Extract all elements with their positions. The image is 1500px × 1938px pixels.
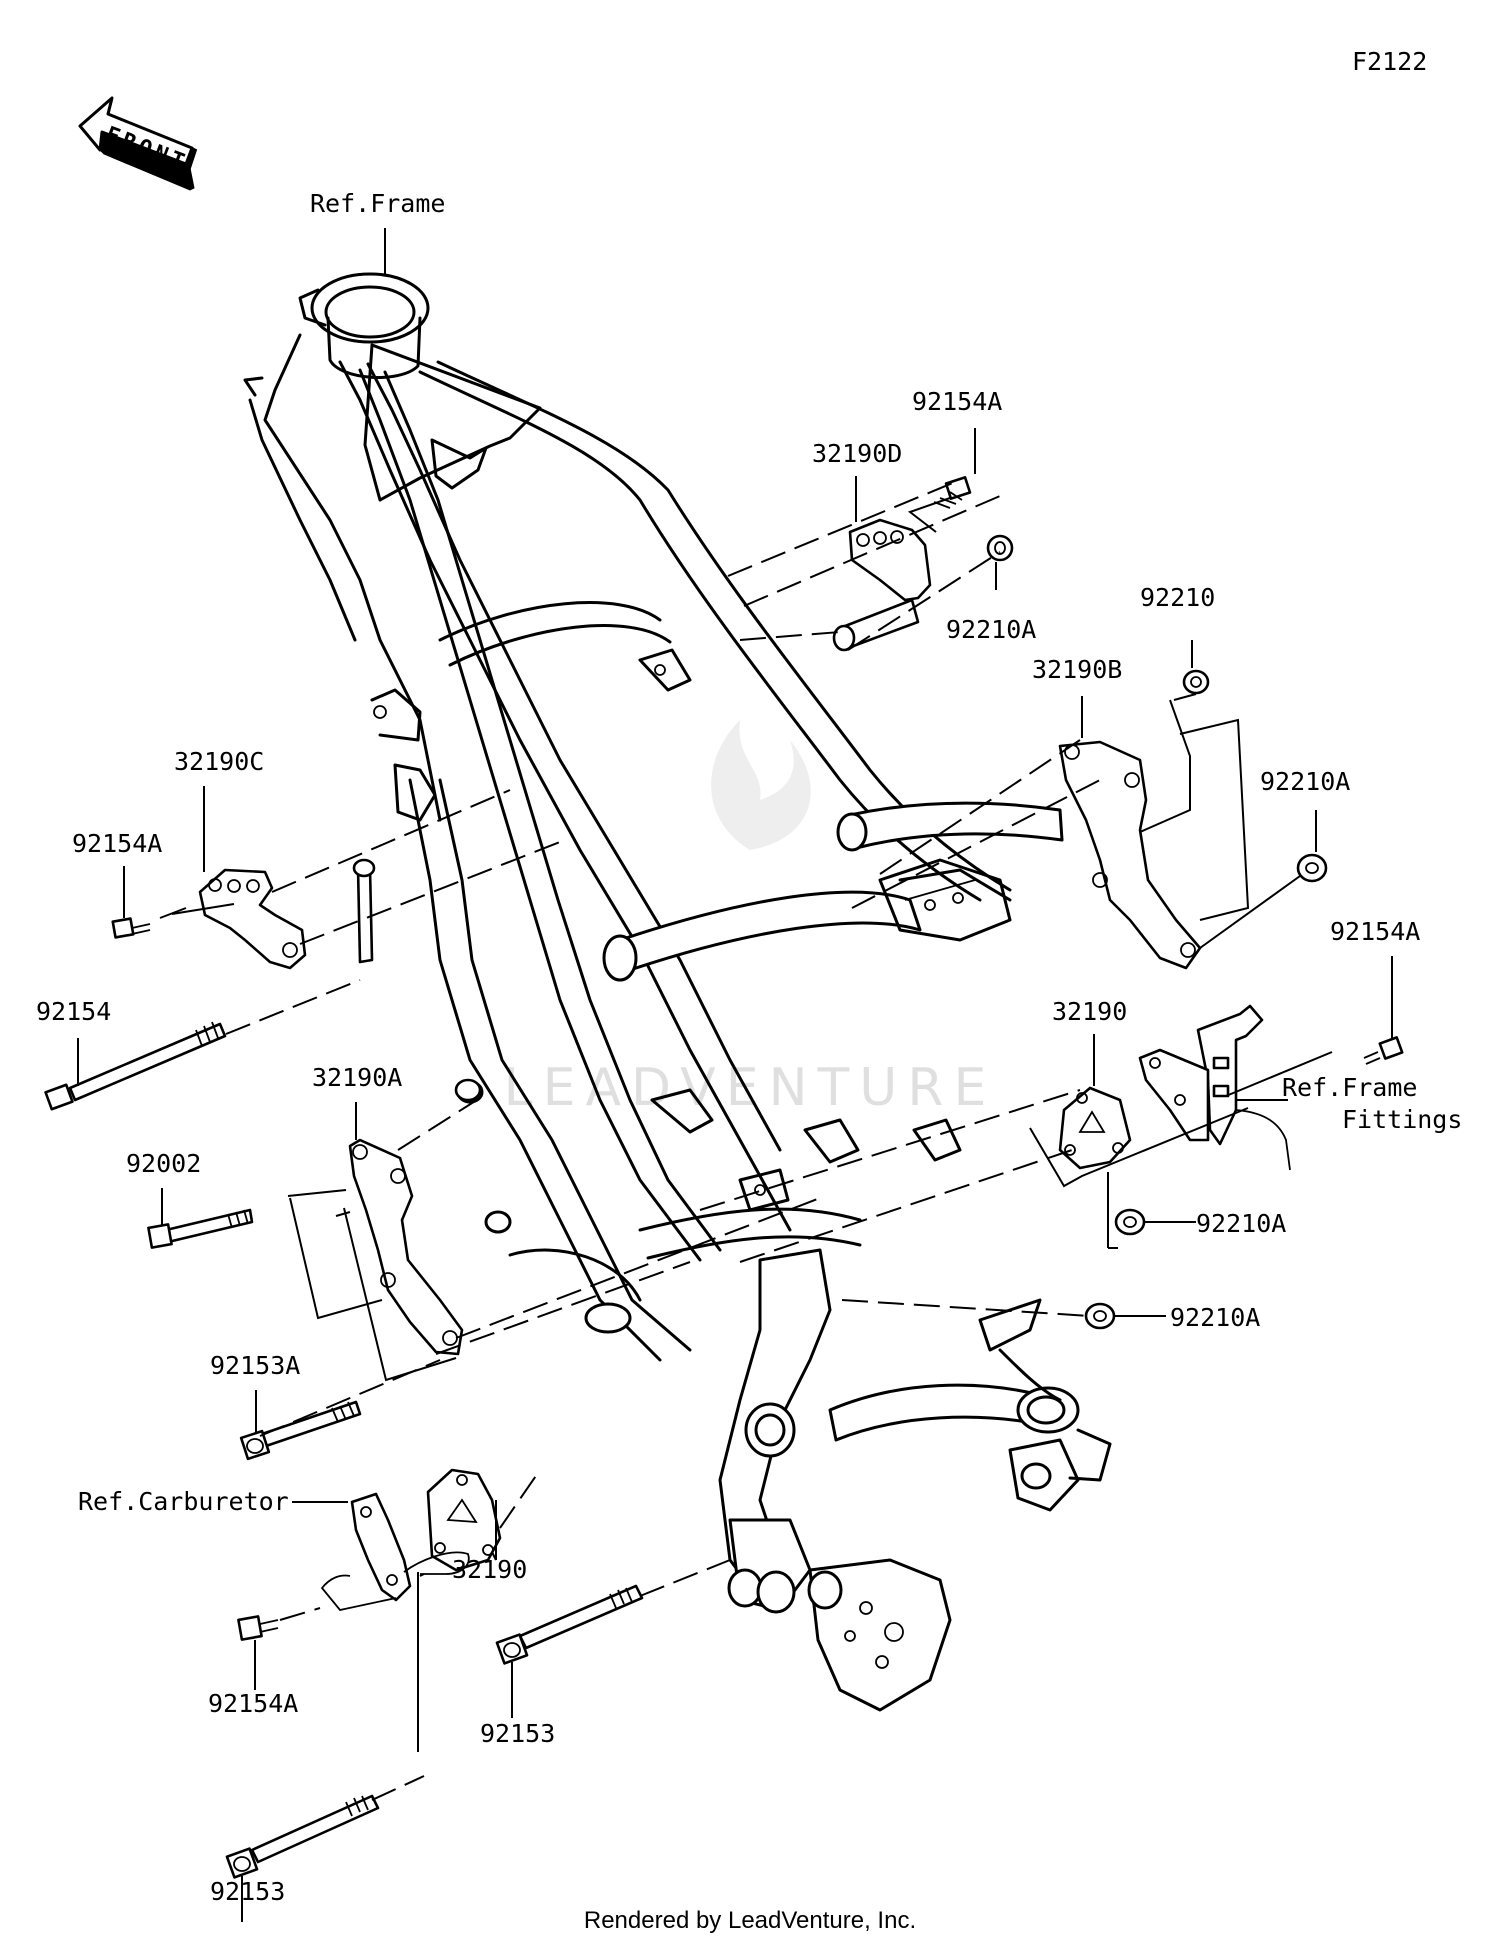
label-ref-frame-fittings-1: Ref.Frame xyxy=(1282,1073,1417,1102)
label-ref-frame: Ref.Frame xyxy=(310,189,445,218)
bolt-92154A-low xyxy=(237,1615,279,1641)
spacer-pipe-upper xyxy=(832,598,920,652)
label-92154A-top: 92154A xyxy=(912,387,1002,416)
bracket-32190D xyxy=(848,518,932,602)
watermark-text: LEADVENTURE xyxy=(504,1058,997,1118)
bracket-32190-right xyxy=(1058,1086,1132,1170)
flame-logo-icon xyxy=(711,720,811,850)
label-32190D: 32190D xyxy=(812,439,902,468)
label-92154: 92154 xyxy=(36,997,111,1026)
nut-92210A-top xyxy=(986,534,1014,562)
bolt-92153-mid xyxy=(495,1584,644,1665)
dashed-guide-lines xyxy=(225,479,1101,1801)
label-92210A-low: 92210A xyxy=(1170,1303,1260,1332)
label-92153-bottom: 92153 xyxy=(210,1877,285,1906)
bolt-92154A-right xyxy=(1363,1036,1404,1065)
nut-92210A-low xyxy=(1084,1302,1116,1330)
footer-credit: Rendered by LeadVenture, Inc. xyxy=(584,1907,916,1934)
nut-92210A-mid xyxy=(1114,1208,1146,1236)
label-92153-mid: 92153 xyxy=(480,1719,555,1748)
bolt-92154A-left xyxy=(111,917,151,939)
label-32190-right: 32190 xyxy=(1052,997,1127,1026)
bolt-92154 xyxy=(44,1021,227,1111)
label-92154A-right: 92154A xyxy=(1330,917,1420,946)
label-92154A-left: 92154A xyxy=(72,829,162,858)
label-32190A: 32190A xyxy=(312,1063,402,1092)
label-92154A-low: 92154A xyxy=(208,1689,298,1718)
front-arrow-icon: FRONT xyxy=(78,96,198,191)
label-92002: 92002 xyxy=(126,1149,201,1178)
frame-fittings-bracket xyxy=(1138,1004,1291,1171)
label-92153A: 92153A xyxy=(210,1351,300,1380)
carburetor-bracket xyxy=(320,1492,470,1611)
label-92210A-right: 92210A xyxy=(1260,767,1350,796)
label-32190C: 32190C xyxy=(174,747,264,776)
nut-92210A-right xyxy=(1296,853,1328,883)
label-32190B: 32190B xyxy=(1032,655,1122,684)
spacer-pipe-left xyxy=(352,858,376,964)
part-labels: F2122 Ref.Frame 92154A 32190D 92210A 922… xyxy=(36,47,1462,1934)
bolt-92153-bottom xyxy=(225,1794,380,1879)
spacer-32190A xyxy=(454,1078,482,1102)
diagram-code: F2122 xyxy=(1352,47,1427,76)
bolt-92002 xyxy=(147,1208,254,1249)
bracket-32190A xyxy=(348,1138,464,1356)
bolt-92154A-top xyxy=(933,476,972,509)
motorcycle-frame xyxy=(243,272,1112,1712)
label-ref-frame-fittings-2: Fittings xyxy=(1342,1105,1462,1134)
label-32190-low: 32190 xyxy=(452,1555,527,1584)
nut-92210 xyxy=(1182,669,1210,695)
label-92210: 92210 xyxy=(1140,583,1215,612)
label-92210A-mid: 92210A xyxy=(1196,1209,1286,1238)
label-ref-carburetor: Ref.Carburetor xyxy=(78,1487,289,1516)
bracket-32190B xyxy=(1058,740,1202,970)
leader-lines xyxy=(77,228,1393,1922)
label-92210A-top: 92210A xyxy=(946,615,1036,644)
bracket-32190-low xyxy=(426,1468,502,1572)
bolt-92153A xyxy=(239,1400,362,1461)
